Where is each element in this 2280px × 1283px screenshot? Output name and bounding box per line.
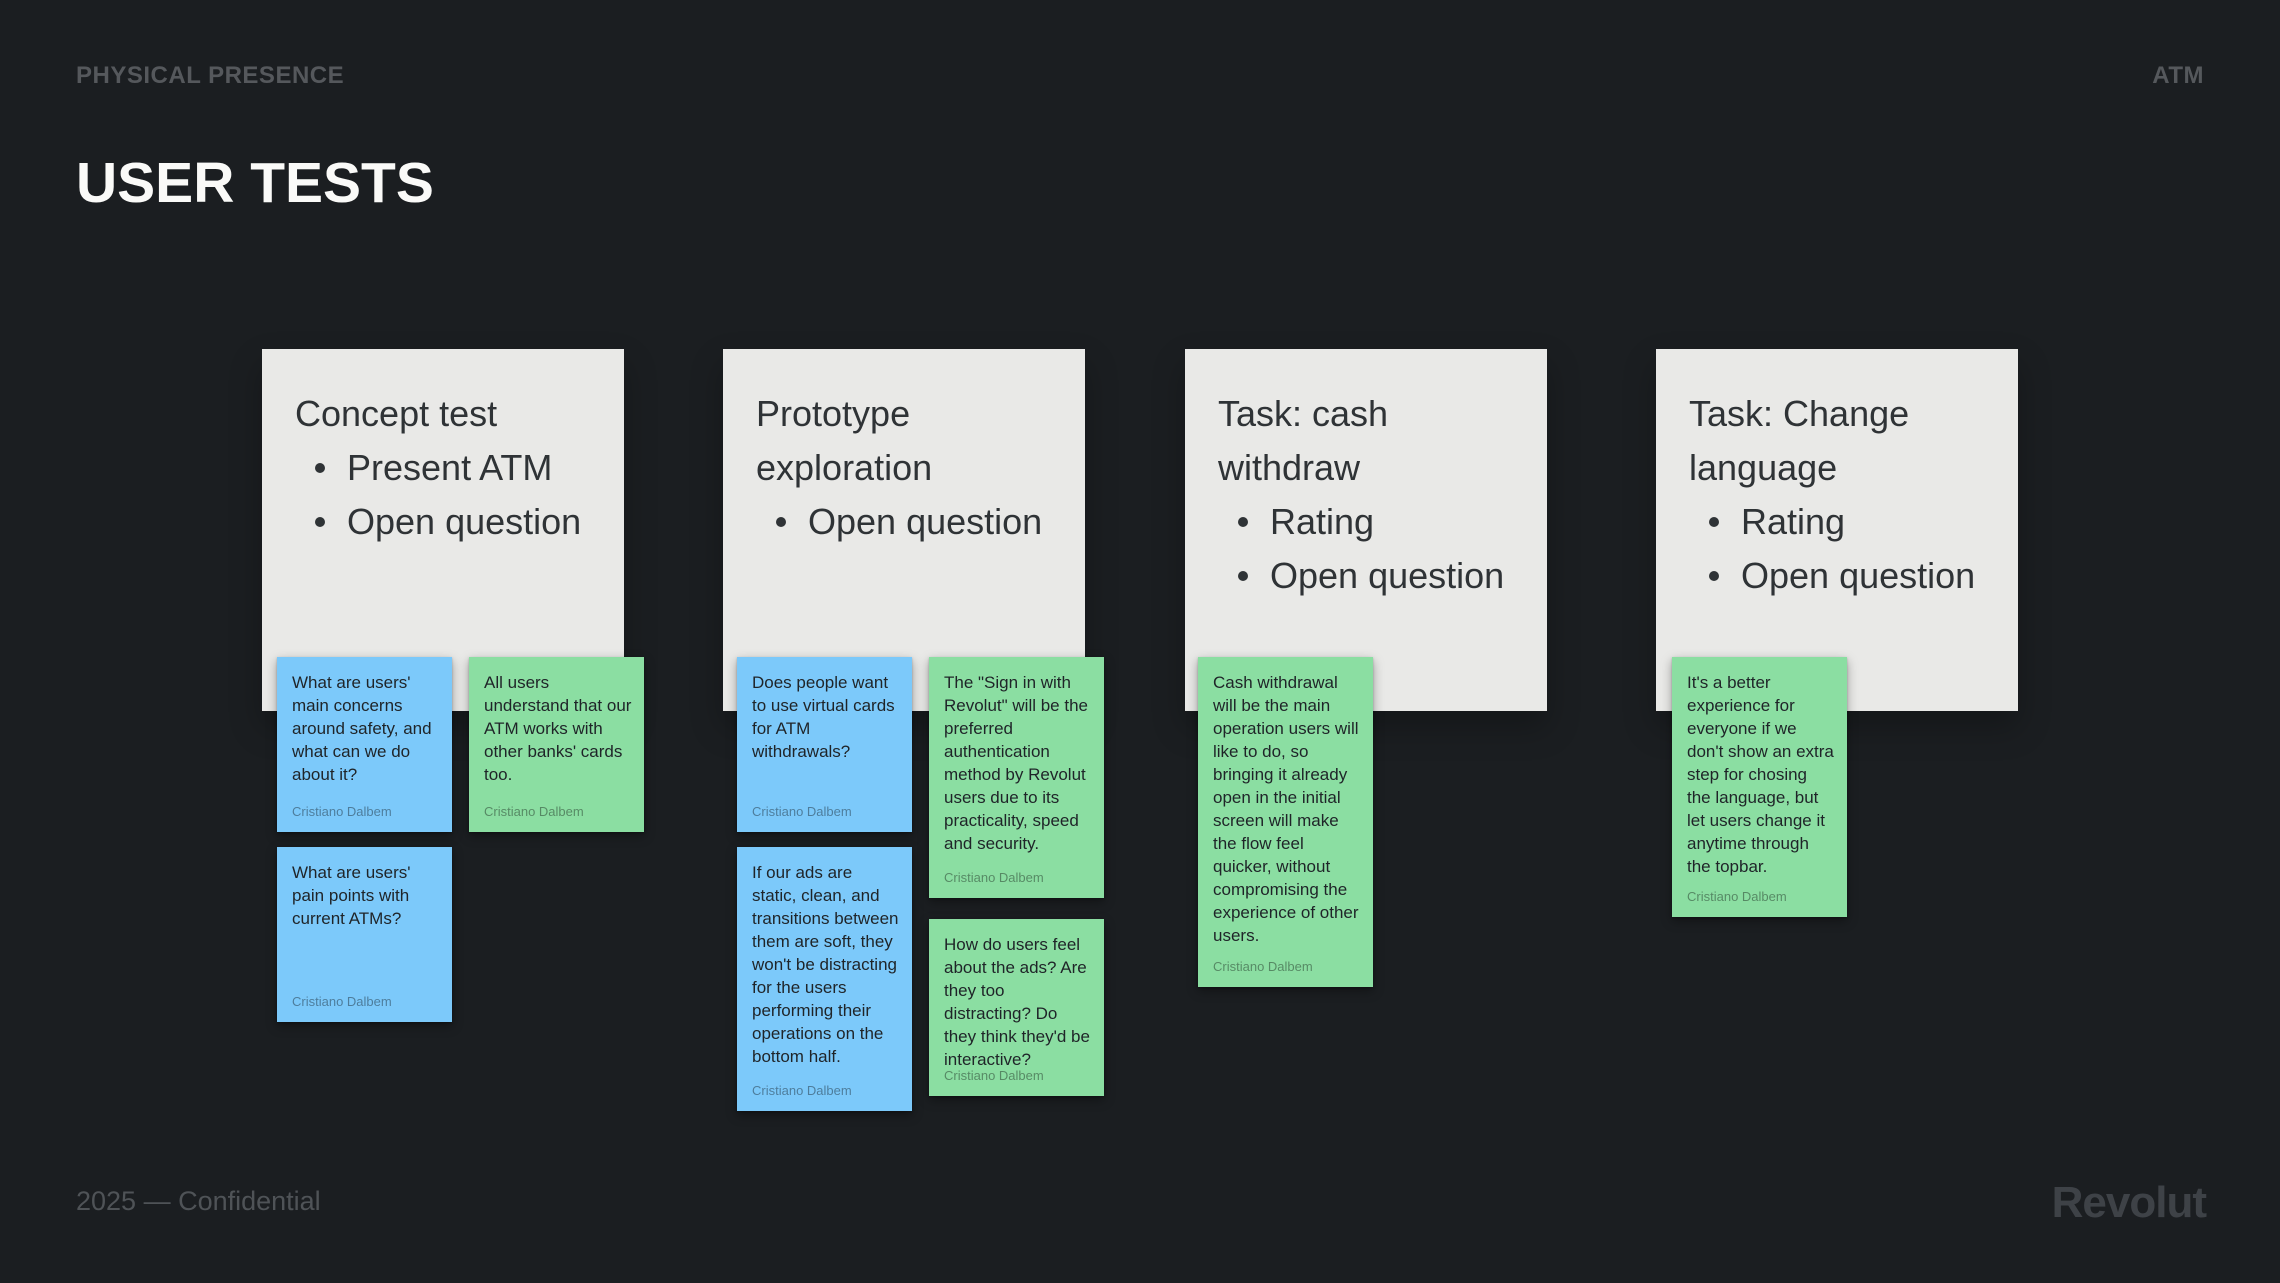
sticky-note-text: What are users' main concerns around saf… bbox=[292, 673, 432, 784]
bullet-dot-icon bbox=[1709, 517, 1719, 527]
bullet-dot-icon bbox=[1238, 571, 1248, 581]
bullet-label: Open question bbox=[347, 501, 582, 542]
sticky-note-text: It's a better experience for everyone if… bbox=[1687, 673, 1834, 876]
sticky-note-author: Cristiano Dalbem bbox=[752, 804, 852, 819]
sticky-note: What are users' pain points with current… bbox=[277, 847, 452, 1022]
sticky-note-text: Cash withdrawal will be the main operati… bbox=[1213, 673, 1359, 945]
sticky-note-author: Cristiano Dalbem bbox=[1687, 889, 1787, 904]
card-heading: Task: Change language bbox=[1689, 393, 1910, 488]
sticky-note-author: Cristiano Dalbem bbox=[292, 804, 392, 819]
bullet-label: Present ATM bbox=[347, 447, 553, 488]
test-card-prototype-exploration: Prototype exploration Open question bbox=[723, 349, 1085, 711]
confidential-label: 2025 — Confidential bbox=[76, 1186, 321, 1216]
bullet-label: Open question bbox=[1270, 555, 1505, 596]
sticky-note: It's a better experience for everyone if… bbox=[1672, 657, 1847, 917]
sticky-note: The "Sign in with Revolut" will be the p… bbox=[929, 657, 1104, 898]
sticky-note-text: Does people want to use virtual cards fo… bbox=[752, 673, 895, 761]
page-title: USER TESTS bbox=[76, 151, 434, 215]
bullet-label: Open question bbox=[1741, 555, 1976, 596]
sticky-note-text: What are users' pain points with current… bbox=[292, 863, 411, 928]
sticky-note-author: Cristiano Dalbem bbox=[484, 804, 584, 819]
sticky-note-author: Cristiano Dalbem bbox=[944, 1068, 1044, 1083]
bullet-label: Rating bbox=[1741, 501, 1846, 542]
card-bullet: Rating bbox=[1689, 495, 1998, 549]
sticky-note-author: Cristiano Dalbem bbox=[1213, 959, 1313, 974]
test-card-concept-test: Concept test Present ATM Open question bbox=[262, 349, 624, 711]
card-bullet: Open question bbox=[295, 495, 604, 549]
card-heading: Task: cash withdraw bbox=[1218, 393, 1389, 488]
card-bullet: Open question bbox=[1218, 549, 1527, 603]
sticky-note: If our ads are static, clean, and transi… bbox=[737, 847, 912, 1111]
sticky-note: Cash withdrawal will be the main operati… bbox=[1198, 657, 1373, 987]
sticky-note-text: How do users feel about the ads? Are the… bbox=[944, 935, 1090, 1069]
slide-corner-tag: ATM bbox=[2152, 62, 2204, 89]
card-bullet: Open question bbox=[1689, 549, 1998, 603]
sticky-note: Does people want to use virtual cards fo… bbox=[737, 657, 912, 832]
bullet-dot-icon bbox=[315, 517, 325, 527]
card-heading: Concept test bbox=[295, 393, 498, 434]
card-bullet: Present ATM bbox=[295, 441, 604, 495]
slide-section-label: PHYSICAL PRESENCE bbox=[76, 62, 345, 89]
bullet-label: Open question bbox=[808, 501, 1043, 542]
sticky-note-text: All users understand that our ATM works … bbox=[484, 673, 632, 784]
bullet-dot-icon bbox=[1709, 571, 1719, 581]
bullet-dot-icon bbox=[1238, 517, 1248, 527]
bullet-dot-icon bbox=[776, 517, 786, 527]
bullet-label: Rating bbox=[1270, 501, 1375, 542]
card-heading: Prototype exploration bbox=[756, 393, 933, 488]
card-bullet: Open question bbox=[756, 495, 1065, 549]
bullet-dot-icon bbox=[315, 463, 325, 473]
test-card-task-cash-withdraw: Task: cash withdraw Rating Open question bbox=[1185, 349, 1547, 711]
sticky-note: All users understand that our ATM works … bbox=[469, 657, 644, 832]
sticky-note-author: Cristiano Dalbem bbox=[944, 870, 1044, 885]
revolut-logo: Revolut bbox=[2051, 1178, 2207, 1227]
sticky-note: What are users' main concerns around saf… bbox=[277, 657, 452, 832]
sticky-note-author: Cristiano Dalbem bbox=[292, 994, 392, 1009]
sticky-note: How do users feel about the ads? Are the… bbox=[929, 919, 1104, 1096]
sticky-note-text: If our ads are static, clean, and transi… bbox=[752, 863, 899, 1066]
sticky-note-author: Cristiano Dalbem bbox=[752, 1083, 852, 1098]
test-card-task-change-language: Task: Change language Rating Open questi… bbox=[1656, 349, 2018, 711]
sticky-note-text: The "Sign in with Revolut" will be the p… bbox=[944, 673, 1088, 853]
card-bullet: Rating bbox=[1218, 495, 1527, 549]
